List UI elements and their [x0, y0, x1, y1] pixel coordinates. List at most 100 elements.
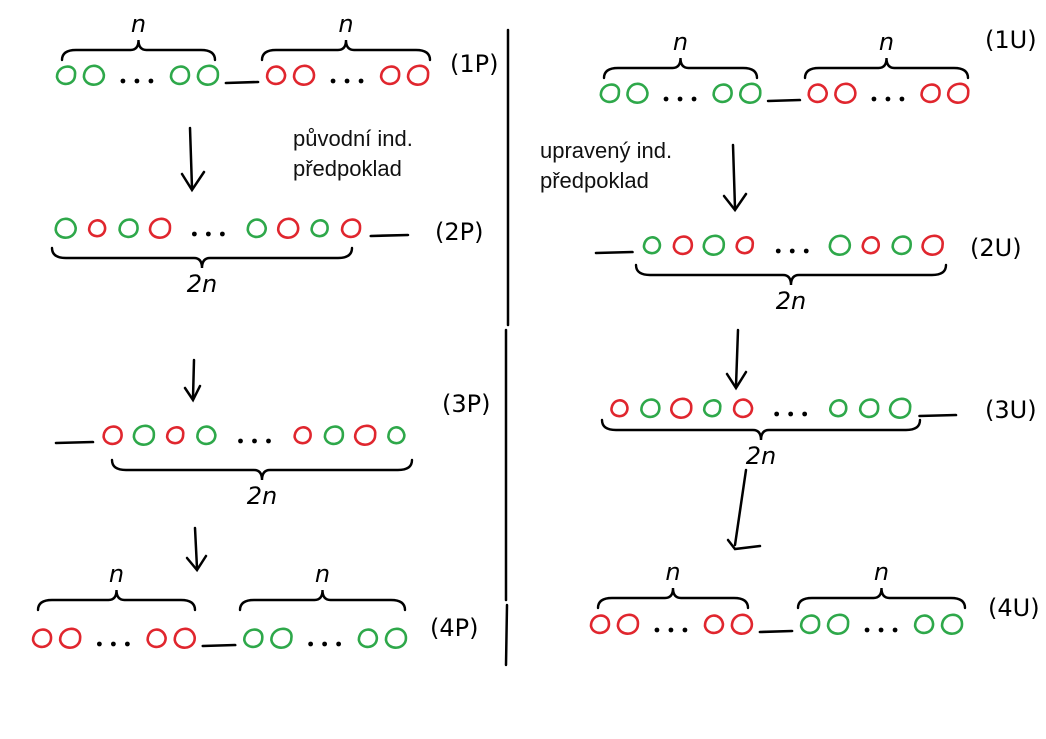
green-ball [357, 628, 379, 649]
green-ball [132, 424, 156, 446]
ellipsis-dot [322, 641, 328, 647]
brace-label: 2n [247, 482, 277, 510]
step-tag: (1U) [985, 26, 1037, 54]
ellipsis-dot [134, 78, 140, 84]
ellipsis-dot [110, 641, 116, 647]
red-ball [921, 234, 944, 256]
step-tag: (2U) [970, 234, 1022, 262]
ellipsis-dot [775, 248, 781, 254]
red-ball [165, 426, 185, 445]
arrow-3P-4P [185, 526, 208, 573]
arrow-1P-2P [180, 126, 206, 193]
green-ball [169, 65, 191, 86]
ellipsis-dot [654, 627, 660, 633]
green-ball [310, 219, 329, 238]
ellipsis-dot [252, 438, 257, 444]
red-ball [102, 425, 123, 446]
red-ball [173, 627, 197, 649]
red-ball [730, 613, 754, 635]
brace-label: 2n [776, 287, 806, 315]
step-tag: (2P) [435, 218, 483, 246]
red-ball [58, 627, 82, 649]
step-tag: (1P) [450, 50, 498, 78]
caption-right-line-1: upravený ind. [540, 138, 673, 163]
red-ball [920, 83, 941, 104]
red-ball [406, 64, 430, 86]
red-ball [87, 219, 107, 238]
green-ball [599, 83, 621, 104]
brace-label: n [109, 560, 124, 588]
red-ball [589, 614, 611, 635]
ellipsis-dot [691, 96, 697, 102]
step-tag: (3P) [442, 390, 490, 418]
ellipsis-dot [803, 248, 809, 254]
brace-label: n [874, 558, 889, 586]
green-ball [712, 83, 733, 104]
green-ball [118, 218, 139, 239]
caption-left: původní ind. předpoklad [293, 124, 413, 184]
step-2P: 2n(2P) [50, 217, 483, 298]
green-ball [196, 64, 220, 86]
red-ball [31, 628, 53, 649]
gap-underscore [224, 80, 260, 85]
green-ball [891, 235, 912, 256]
gap-underscore [54, 440, 95, 445]
step-4U: n n (4U) [589, 558, 1040, 635]
red-ball [379, 65, 401, 86]
green-ball [913, 614, 935, 635]
brace-down [600, 418, 922, 441]
ellipsis-dot [266, 438, 271, 444]
red-ball [669, 397, 693, 419]
brace-down [110, 458, 414, 481]
brace-label: n [315, 560, 330, 588]
red-ball [861, 236, 881, 255]
green-ball [738, 82, 762, 104]
red-ball [340, 218, 362, 239]
ellipsis-dot [191, 231, 197, 237]
step-2U: 2n (2U) [594, 234, 1022, 315]
brace-up [260, 39, 432, 62]
green-ball [242, 628, 264, 649]
brace-up [602, 57, 759, 80]
green-ball [828, 399, 848, 418]
ellipsis-dot [336, 641, 342, 647]
red-ball [148, 217, 172, 239]
caption-right-line-2: předpoklad [540, 168, 649, 193]
brace-down [634, 263, 948, 286]
red-ball [946, 82, 970, 104]
step-tag: (3U) [985, 396, 1037, 424]
green-ball [196, 425, 217, 446]
ellipsis-dot [788, 411, 794, 417]
green-ball [384, 627, 408, 649]
brace-label: n [665, 558, 680, 586]
ellipsis-dot [864, 627, 870, 633]
brace-up [60, 39, 217, 62]
gap-underscore [201, 643, 237, 648]
red-ball [265, 65, 287, 86]
ellipsis-dot [205, 231, 211, 237]
brace-up [596, 587, 750, 610]
green-ball [270, 627, 293, 649]
green-ball [82, 64, 106, 86]
ellipsis-dot [878, 627, 884, 633]
red-ball [276, 217, 300, 239]
red-ball [807, 83, 829, 104]
step-tag: (4U) [988, 594, 1040, 622]
brace-label: n [673, 28, 688, 56]
red-ball [732, 398, 754, 419]
green-ball [323, 425, 345, 446]
ellipsis-dot [96, 641, 102, 647]
ellipsis-dot [358, 78, 364, 84]
caption-right: upravený ind. předpoklad [540, 136, 672, 196]
green-ball [702, 399, 722, 418]
green-ball [888, 397, 912, 419]
caption-left-line-2: předpoklad [293, 156, 402, 181]
green-ball [799, 614, 821, 635]
green-ball [640, 398, 661, 419]
red-ball [292, 64, 316, 86]
ellipsis-dot [344, 78, 350, 84]
